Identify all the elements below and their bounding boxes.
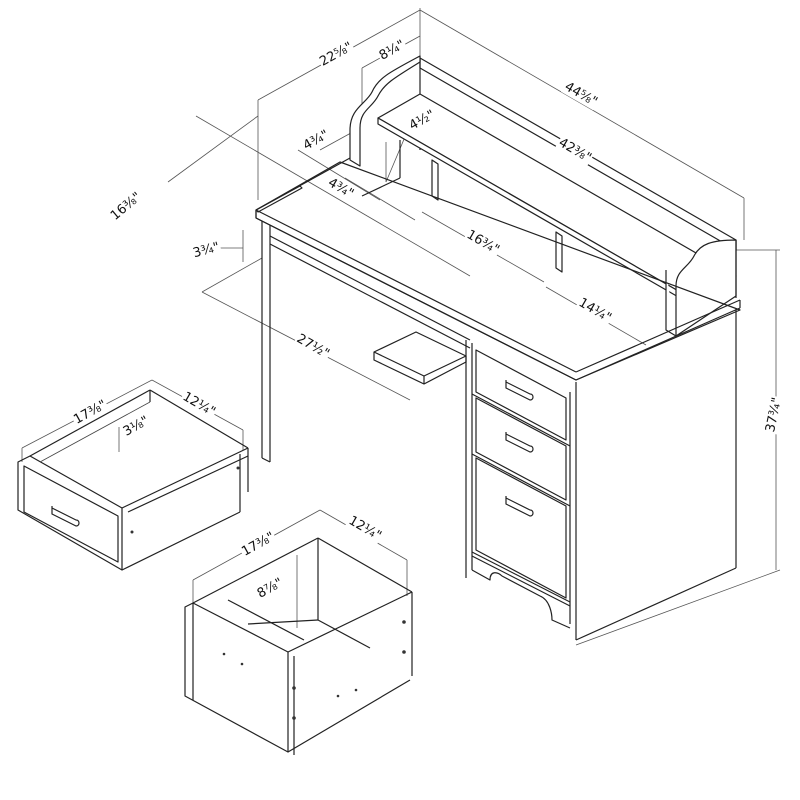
desk-left-leg — [261, 221, 471, 463]
drawer-pedestal — [465, 308, 737, 641]
small-drawer — [17, 389, 249, 571]
file-drawer — [184, 537, 413, 755]
desk-top — [255, 157, 741, 381]
hutch — [349, 55, 737, 337]
